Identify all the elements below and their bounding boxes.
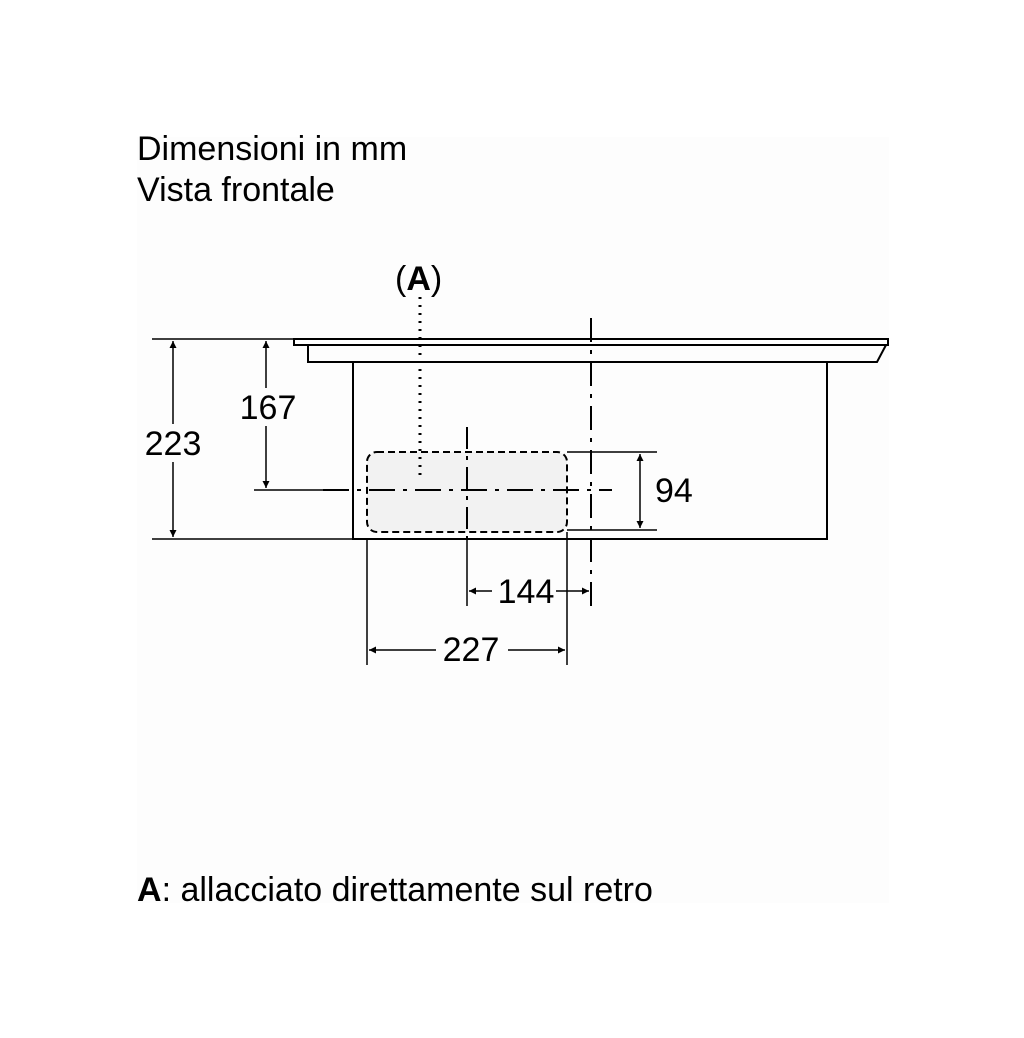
dim-227-label: 227 xyxy=(443,631,500,669)
callout-label: (A) xyxy=(395,260,442,298)
units-heading: Dimensioni in mm xyxy=(137,130,408,168)
legend-note: A: allacciato direttamente sul retro xyxy=(137,871,653,909)
dim-223-label: 223 xyxy=(145,425,202,463)
extension-lines xyxy=(152,338,657,665)
dim-94-label: 94 xyxy=(655,472,693,510)
legend-text: : allacciato direttamente sul retro xyxy=(161,871,653,909)
dim-144-label: 144 xyxy=(498,573,555,611)
dim-167-label: 167 xyxy=(240,389,297,427)
duct-outlet-outline xyxy=(366,451,568,533)
legend-key: A xyxy=(137,871,162,909)
view-heading: Vista frontale xyxy=(137,171,335,209)
